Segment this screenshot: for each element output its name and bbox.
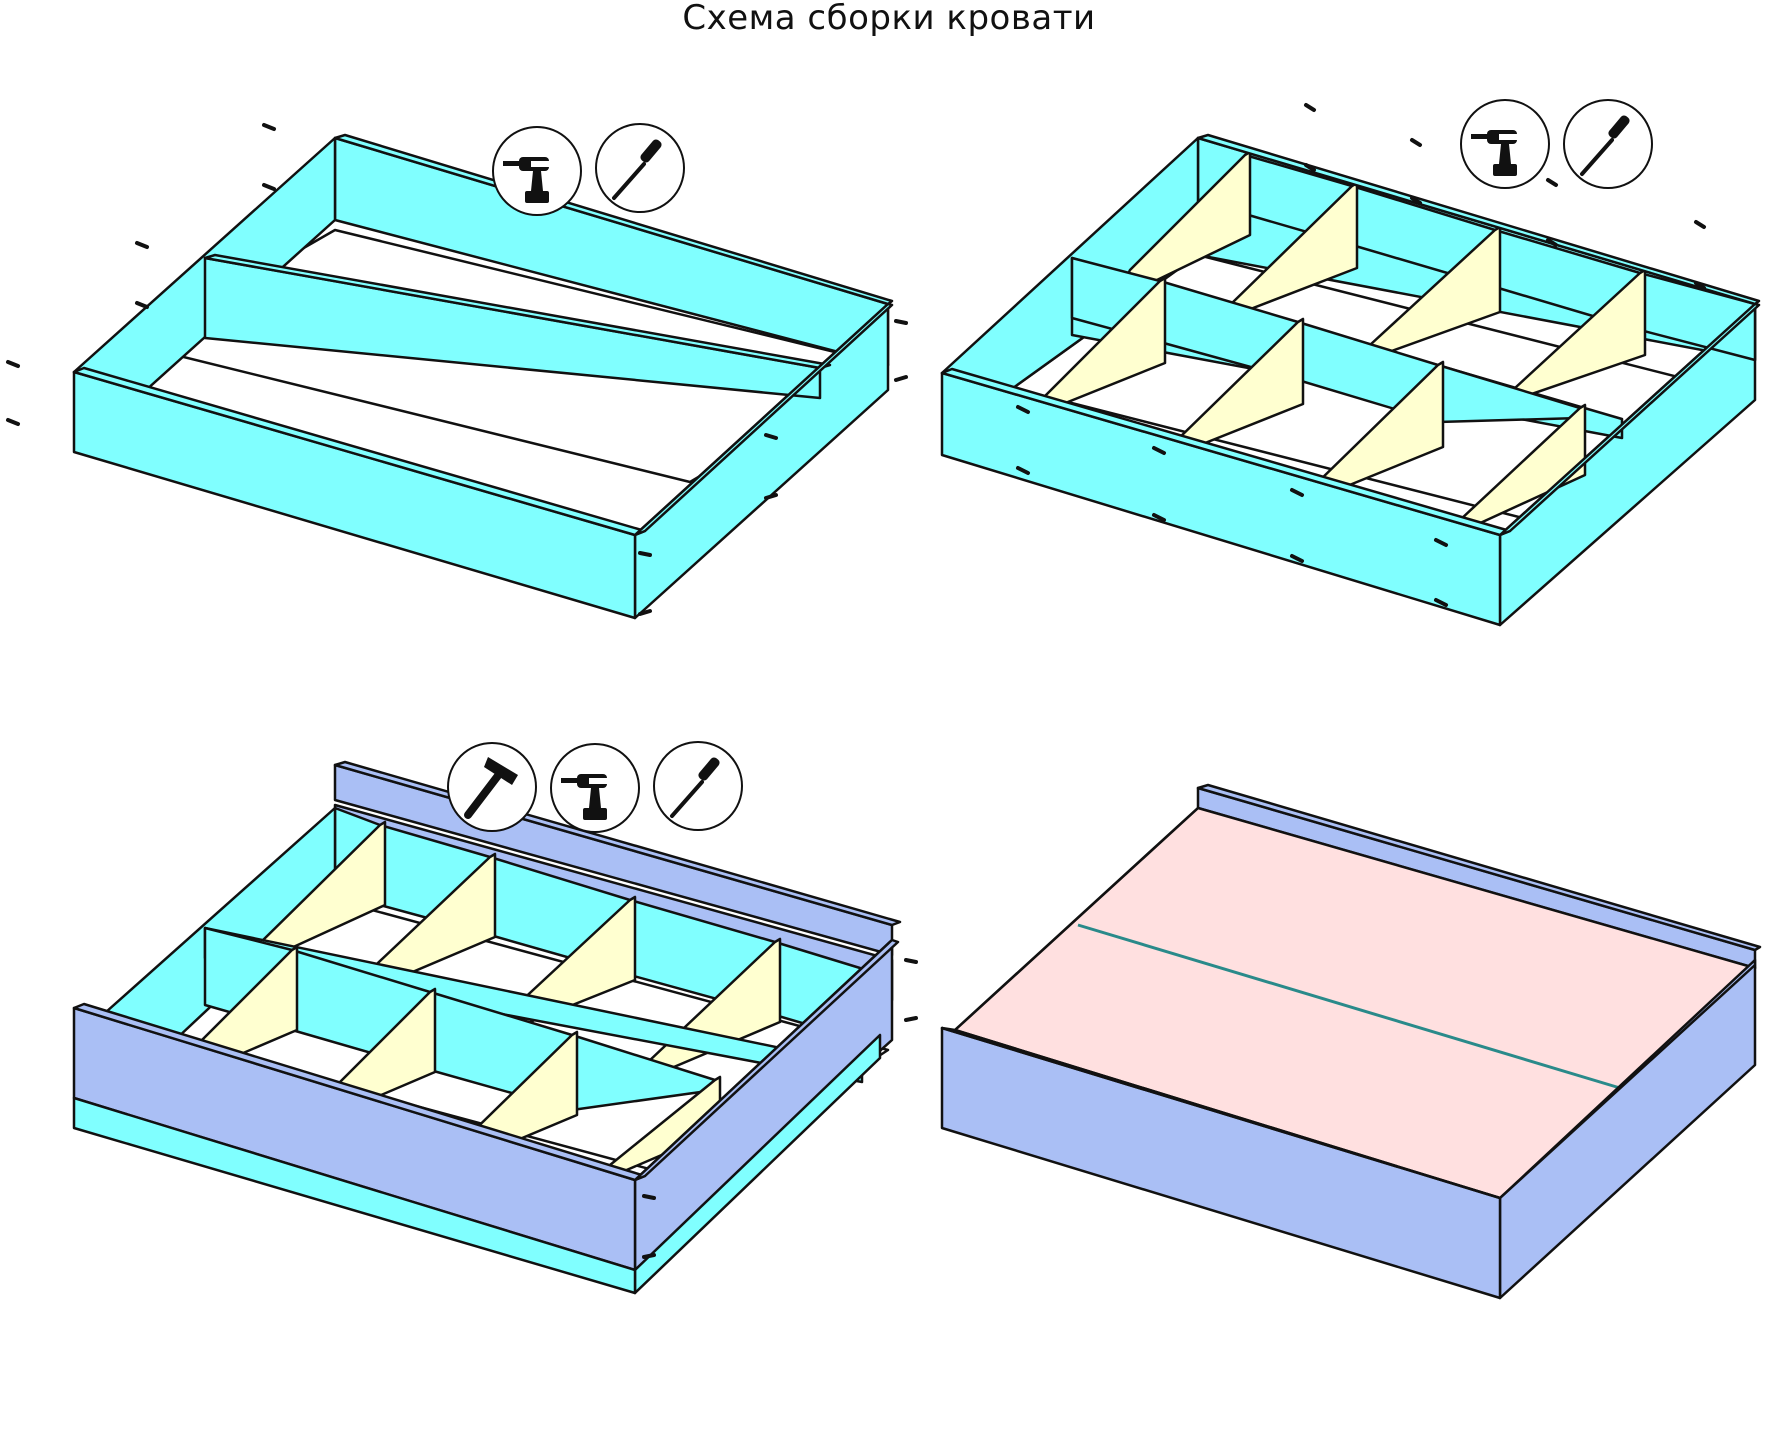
step-3-screws <box>642 958 918 1259</box>
step-3-tools <box>447 741 743 833</box>
step-1-screws <box>6 123 908 616</box>
step-2-screws <box>1016 103 1706 607</box>
step-2-frame <box>940 133 1761 627</box>
step-3-frame <box>72 760 902 1295</box>
step-1-frame <box>72 133 894 620</box>
step-4-finished-bed <box>940 783 1762 1300</box>
page-title: Схема сборки кровати <box>682 0 1096 38</box>
step-1-tools <box>492 123 685 216</box>
step-2-tools <box>1460 99 1653 189</box>
